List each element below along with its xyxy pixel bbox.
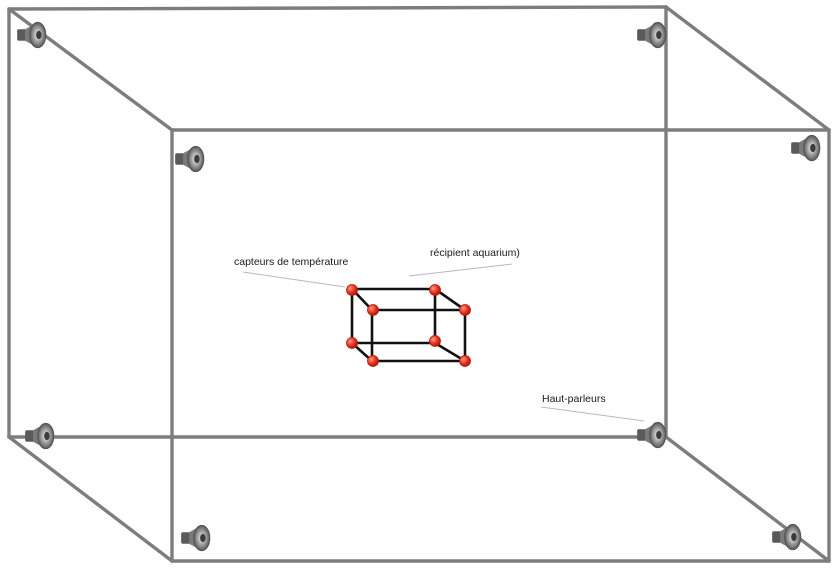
speaker-icon (771, 523, 802, 551)
tank-leader-line (408, 263, 513, 277)
sensor-dot-icon (459, 355, 471, 367)
sensor-dot-icon (429, 335, 441, 347)
speakers (16, 21, 821, 552)
sensor-dot-icon (367, 355, 379, 367)
tank-label: récipient aquarium) (430, 247, 520, 259)
room-depth-edge-bottom-left (7, 435, 174, 563)
speaker-icon (24, 422, 55, 450)
leader-lines (242, 263, 645, 422)
room-depth-edge-top-right (664, 5, 831, 132)
speaker-icon (636, 21, 667, 49)
sensor-dot-icon (346, 284, 358, 296)
sensor-dot-icon (429, 284, 441, 296)
room-box (7, 5, 831, 563)
speaker-icon (636, 421, 667, 449)
speakers-label: Haut-parleurs (542, 393, 606, 405)
sensor-dot-icon (459, 304, 471, 316)
speakers-leader-line (540, 406, 645, 422)
sensor-dot-icon (367, 304, 379, 316)
sensors-label: capteurs de température (234, 256, 349, 268)
speaker-icon (180, 524, 211, 552)
room-depth-edge-bottom-right (664, 435, 831, 563)
speaker-icon (174, 145, 205, 173)
sensors-leader-line (242, 271, 346, 288)
speaker-icon (790, 134, 821, 162)
temperature-sensors (346, 284, 471, 367)
room-back-top-edge (7, 5, 668, 11)
speaker-icon (16, 21, 47, 49)
sensor-dot-icon (346, 337, 358, 349)
aquarium-tank (350, 287, 467, 363)
